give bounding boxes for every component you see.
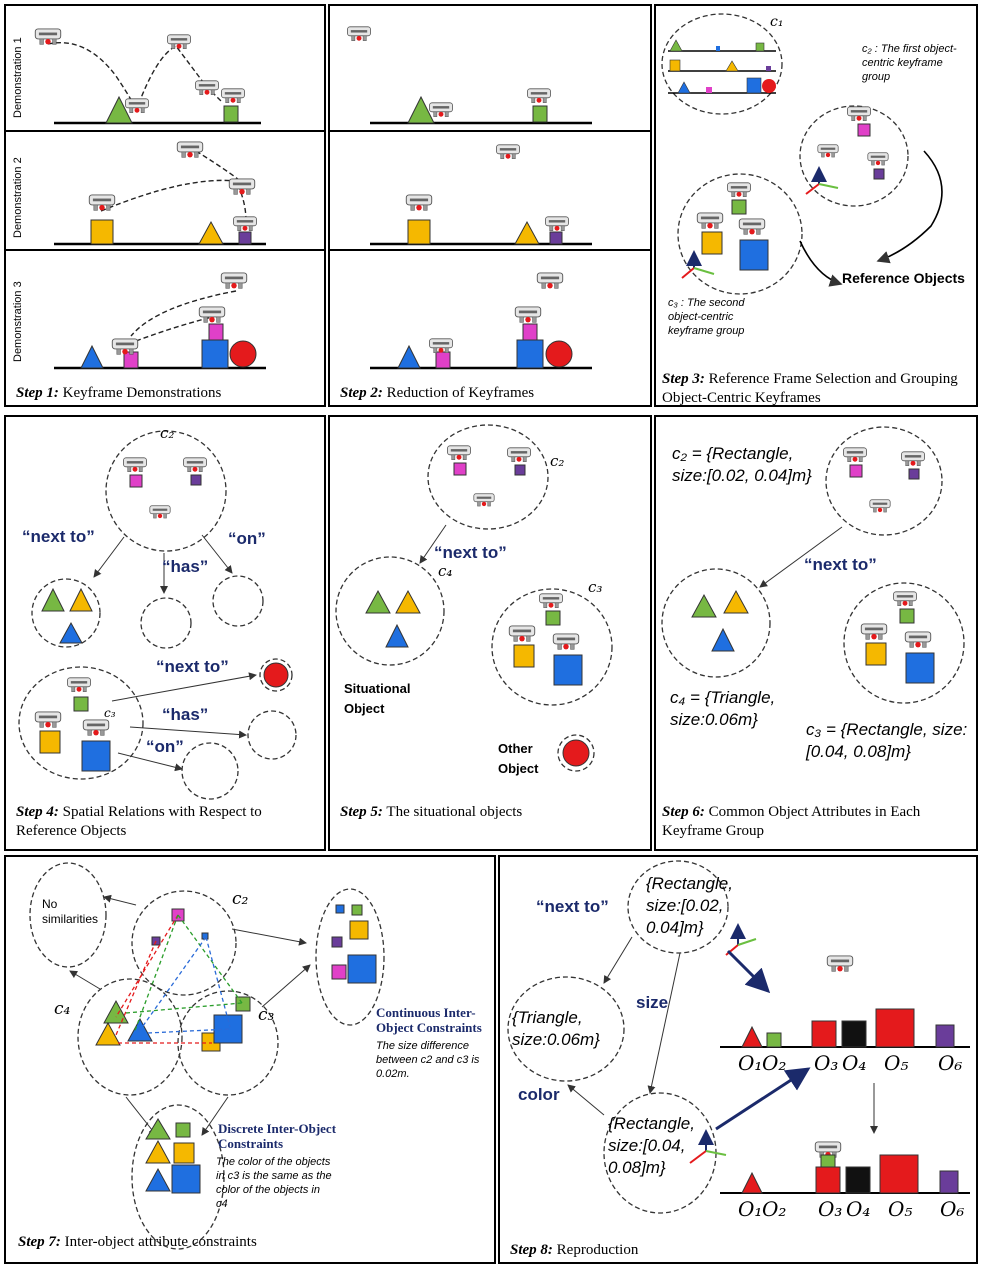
step8-o1-top: O₁ bbox=[738, 1051, 763, 1075]
step8-o3-top: O₃ bbox=[814, 1051, 839, 1075]
step4-rel-next-to-1: “next to” bbox=[22, 527, 95, 546]
step3-c1: c₁ bbox=[770, 14, 784, 30]
step4-c2: c₂ bbox=[160, 424, 175, 442]
step2-diagram bbox=[330, 26, 650, 370]
panel-step1: Demonstration 1 Demonstration 2 Demonstr… bbox=[4, 4, 326, 407]
step2-caption: Step 2: Reduction of Keyframes bbox=[340, 385, 535, 401]
step8-o6-bottom: O₆ bbox=[940, 1197, 965, 1221]
step3-c3-desc: c₃ : The second object-centric keyframe … bbox=[668, 297, 745, 337]
step8-o2-bottom: O₂ bbox=[762, 1197, 787, 1221]
step7-discrete-title: Discrete Inter-Object Constraints bbox=[218, 1121, 337, 1151]
step4-rel-has-2: “has” bbox=[162, 705, 209, 724]
panel-step8: “next to” {Rectangle, size:[0.02, 0.04]m… bbox=[498, 855, 978, 1264]
step5-situational-label: Situational Object bbox=[344, 681, 411, 716]
step1-caption: Step 1: Keyframe Demonstrations bbox=[16, 385, 222, 401]
step5-c3: c₃ bbox=[588, 578, 603, 596]
step8-o2-top: O₂ bbox=[762, 1051, 787, 1075]
step4-c3: c₃ bbox=[104, 706, 116, 720]
step3-reference-objects: Reference Objects bbox=[842, 270, 965, 286]
panel-step4: c₂ c₃ “next to” “has” “on” “next to” “ha… bbox=[4, 415, 326, 851]
step8-o6-top: O₆ bbox=[938, 1051, 963, 1075]
step3-diagram bbox=[661, 13, 943, 295]
panel-step7: No similarities c₂ c₃ c₄ Continuous Inte… bbox=[4, 855, 496, 1264]
step8-o1-bottom: O₁ bbox=[738, 1197, 763, 1221]
step5-caption: Step 5: The situational objects bbox=[340, 804, 523, 820]
step4-rel-has-1: “has” bbox=[162, 557, 209, 576]
step8-o5-bottom: O₅ bbox=[888, 1197, 913, 1221]
step8-o4-top: O₄ bbox=[842, 1051, 867, 1075]
step7-diagram bbox=[29, 862, 385, 1250]
step4-caption: Step 4: Spatial Relations with Respect t… bbox=[16, 804, 262, 839]
step4-rel-on-1: “on” bbox=[228, 529, 266, 548]
step5-c4: c₄ bbox=[438, 562, 453, 580]
step7-c2: c₂ bbox=[232, 889, 249, 909]
step8-diagram bbox=[507, 860, 970, 1214]
step6-c3-set: c₃ = {Rectangle, size:[0.04, 0.08]m} bbox=[806, 720, 968, 761]
step8-size-label: size bbox=[636, 993, 669, 1012]
step8-color-label: color bbox=[518, 1085, 560, 1104]
panel-step5: c₂ c₄ c₃ “next to” Situational Object Ot… bbox=[328, 415, 652, 851]
step8-o4-bottom: O₄ bbox=[846, 1197, 871, 1221]
step6-c4-set: c₄ = {Triangle, size:0.06m} bbox=[670, 688, 776, 729]
step6-caption: Step 6: Common Object Attributes in Each… bbox=[662, 804, 921, 839]
step8-o5-top: O₅ bbox=[884, 1051, 909, 1075]
panel-step2: Step 2: Reduction of Keyframes bbox=[328, 4, 652, 407]
step3-caption: Step 3: Reference Frame Selection and Gr… bbox=[662, 371, 958, 406]
step5-c2: c₂ bbox=[550, 452, 565, 470]
step8-rect1: {Rectangle, size:[0.02, 0.04]m} bbox=[646, 874, 733, 937]
demo2-label: Demonstration 2 bbox=[12, 157, 24, 238]
step7-caption: Step 7: Inter-object attribute constrain… bbox=[18, 1234, 257, 1250]
step7-continuous-title: Continuous Inter-Object Constraints bbox=[376, 1005, 482, 1035]
demo1-label: Demonstration 1 bbox=[12, 37, 24, 118]
step6-c2-set: c₂ = {Rectangle, size:[0.02, 0.04]m} bbox=[672, 444, 812, 485]
step4-diagram bbox=[18, 430, 297, 800]
step8-tri: {Triangle, size:0.06m} bbox=[512, 1008, 600, 1049]
step8-rel-next-to: “next to” bbox=[536, 897, 609, 916]
step1-diagram bbox=[6, 28, 324, 370]
step4-rel-on-2: “on” bbox=[146, 737, 184, 756]
panel-step6: c₂ = {Rectangle, size:[0.02, 0.04]m} “ne… bbox=[654, 415, 978, 851]
step4-rel-next-to-2: “next to” bbox=[156, 657, 229, 676]
step3-c2-desc: c₂ : The first object-centric keyframe g… bbox=[862, 43, 957, 83]
step5-other-label: Other Object bbox=[498, 741, 539, 776]
step7-continuous-desc: The size difference between c2 and c3 is… bbox=[376, 1040, 480, 1080]
demo3-label: Demonstration 3 bbox=[12, 281, 24, 362]
step8-o3-bottom: O₃ bbox=[818, 1197, 843, 1221]
step8-caption: Step 8: Reproduction bbox=[510, 1242, 639, 1258]
step7-no-similarities: No similarities bbox=[42, 897, 99, 926]
step7-discrete-desc: The color of the objects in c3 is the sa… bbox=[216, 1156, 332, 1210]
step6-rel-next-to: “next to” bbox=[804, 555, 877, 574]
panel-step3: c₁ c₂ : The first object-centric keyfram… bbox=[654, 4, 978, 407]
step5-rel-next-to: “next to” bbox=[434, 543, 507, 562]
step6-diagram bbox=[661, 426, 965, 704]
step8-rect2: {Rectangle, size:[0.04, 0.08]m} bbox=[608, 1114, 695, 1177]
step7-c4: c₄ bbox=[54, 999, 71, 1019]
step7-c3: c₃ bbox=[258, 1005, 275, 1025]
step5-diagram bbox=[335, 424, 613, 772]
